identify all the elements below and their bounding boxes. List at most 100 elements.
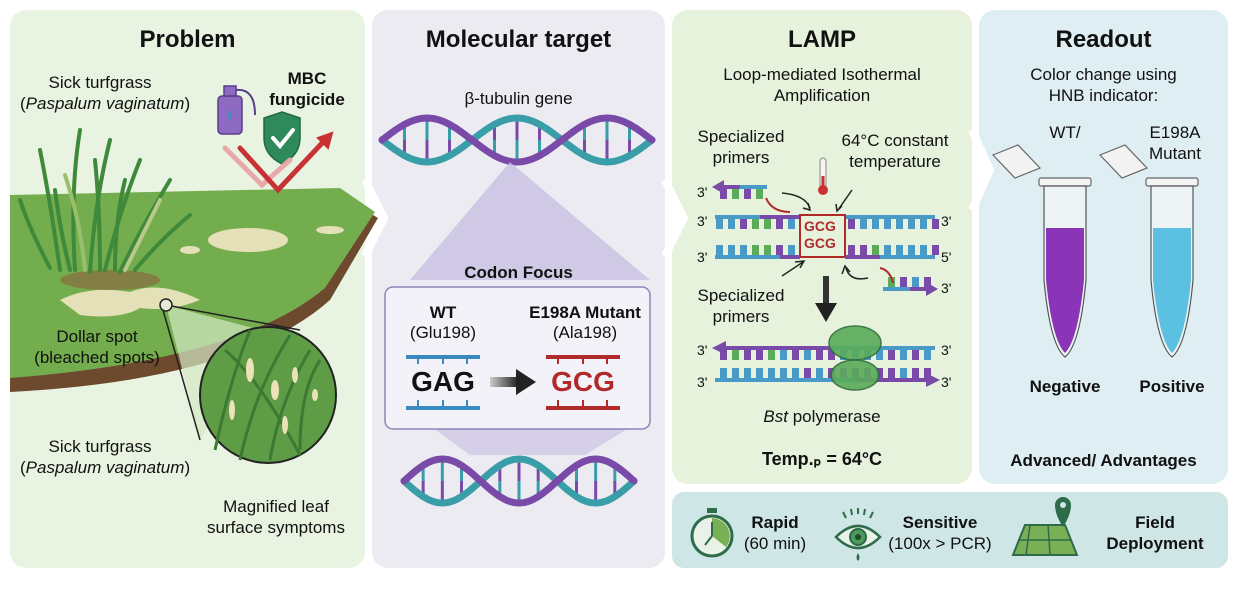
grass-clump-illustration (18, 128, 192, 274)
nucleotide (896, 219, 903, 229)
nucleotide (720, 350, 727, 360)
nucleotide (776, 245, 783, 255)
shield-check-icon (263, 111, 301, 165)
wt-codon-strands (406, 355, 480, 410)
nucleotide (912, 368, 919, 378)
paren-close: ) (184, 458, 191, 477)
strand-end-label: 3' (941, 342, 952, 358)
nucleotide (884, 219, 891, 229)
nucleotide (816, 350, 823, 360)
label-line: fungicide (269, 90, 345, 109)
advantage-detail: Deployment (1106, 534, 1204, 553)
eye-icon (834, 508, 882, 561)
positive-result: Positive (1139, 377, 1205, 396)
mutant-amino-acid: (Ala198) (552, 323, 618, 342)
sick-turfgrass-label-top: Sick turfgrass (Paspalum vaginatum) (20, 72, 190, 114)
label-line: MBC (287, 69, 327, 88)
wt-amino-acid: (Glu198) (409, 323, 477, 342)
nucleotide (732, 350, 739, 360)
nucleotide (716, 245, 723, 255)
nucleotide (912, 350, 919, 360)
advantage-title: Rapid (751, 513, 799, 532)
paren-open: ( (20, 94, 26, 113)
subtitle-line: Loop-mediated Isothermal (723, 65, 921, 84)
nucleotide (756, 368, 763, 378)
mbc-fungicide-label: MBC fungicide (262, 68, 352, 110)
nucleotide (848, 219, 855, 229)
bleached-spot (180, 246, 200, 254)
dna-helix-top (378, 114, 656, 166)
advantage-detail: (100x > PCR) (888, 534, 992, 553)
nucleotide (792, 368, 799, 378)
lamp-dna-strands (712, 180, 940, 387)
stopwatch-icon (690, 508, 734, 558)
subtitle-line: Color change using (1030, 65, 1177, 84)
target-codon-box (799, 214, 846, 258)
specialized-primers-label-top: Specialized primers (686, 126, 796, 168)
strand-end-label: 3' (697, 184, 708, 200)
label-line: Magnified leaf (223, 497, 329, 516)
label-line: primers (712, 148, 770, 167)
advantage-rapid: Rapid (60 min) (740, 512, 810, 554)
readout-subtitle: Color change using HNB indicator: (979, 64, 1228, 106)
nucleotide (896, 245, 903, 255)
lamp-title: LAMP (788, 26, 856, 53)
subtitle-line: HNB indicator: (1048, 86, 1159, 105)
advantage-title: Sensitive (902, 513, 978, 532)
codon-focus-box (384, 286, 651, 430)
lamp-codon-bottom: GCG (804, 235, 836, 251)
label-line: E198A (1149, 123, 1201, 142)
paren-open: ( (20, 458, 26, 477)
nucleotide (768, 368, 775, 378)
advantage-title: Field (1135, 513, 1175, 532)
sick-turfgrass-label-bottom: Sick turfgrass (Paspalum vaginatum) (20, 436, 190, 478)
paren-close: ) (184, 94, 191, 113)
mutant-codon-strands (546, 355, 620, 410)
nucleotide (828, 350, 835, 360)
down-arrow-icon (815, 276, 837, 322)
nucleotide (756, 189, 763, 199)
nucleotide (756, 350, 763, 360)
map-pin-icon (1011, 497, 1079, 556)
mutant-codon: GCG (551, 366, 615, 397)
label-line: 64°C constant (841, 131, 949, 150)
nucleotide (908, 245, 915, 255)
label-line: primers (712, 307, 770, 326)
advantages-heading: Advanced/ Advantages (1010, 451, 1197, 470)
chevron-arrow-2 (661, 178, 689, 258)
nucleotide (900, 368, 907, 378)
tube-right-label: E198A Mutant (1140, 122, 1210, 164)
gene-label: β-tubulin gene (464, 89, 573, 108)
nucleotide (932, 219, 939, 229)
nucleotide (764, 219, 771, 229)
nucleotide (860, 245, 867, 255)
nucleotide (872, 219, 879, 229)
nucleotide (732, 368, 739, 378)
nucleotide (792, 350, 799, 360)
nucleotide (720, 189, 727, 199)
fungicide-bottle-icon (217, 85, 256, 135)
nucleotide (740, 245, 747, 255)
species-name: Paspalum vaginatum (25, 94, 185, 113)
nucleotide (744, 368, 751, 378)
nucleotide (888, 350, 895, 360)
label-text: Sick turfgrass (48, 437, 152, 456)
polymerase-enzyme-icon (828, 325, 882, 391)
thermometer-icon (818, 157, 828, 195)
label-line: (bleached spots) (34, 348, 160, 367)
nucleotide (780, 368, 787, 378)
strand-end-label: 3' (941, 213, 952, 229)
nucleotide (744, 189, 751, 199)
tube-negative (991, 144, 1092, 358)
nucleotide (920, 245, 927, 255)
nucleotide (908, 219, 915, 229)
magnified-leaf-illustration (159, 298, 337, 464)
nucleotide (912, 277, 919, 287)
dna-helix-bottom (400, 455, 638, 507)
nucleotide (720, 368, 727, 378)
nucleotide (744, 350, 751, 360)
nucleotide (752, 245, 759, 255)
polymerase-label: Bst polymerase (672, 406, 972, 427)
chevron-arrow-3 (968, 128, 995, 212)
